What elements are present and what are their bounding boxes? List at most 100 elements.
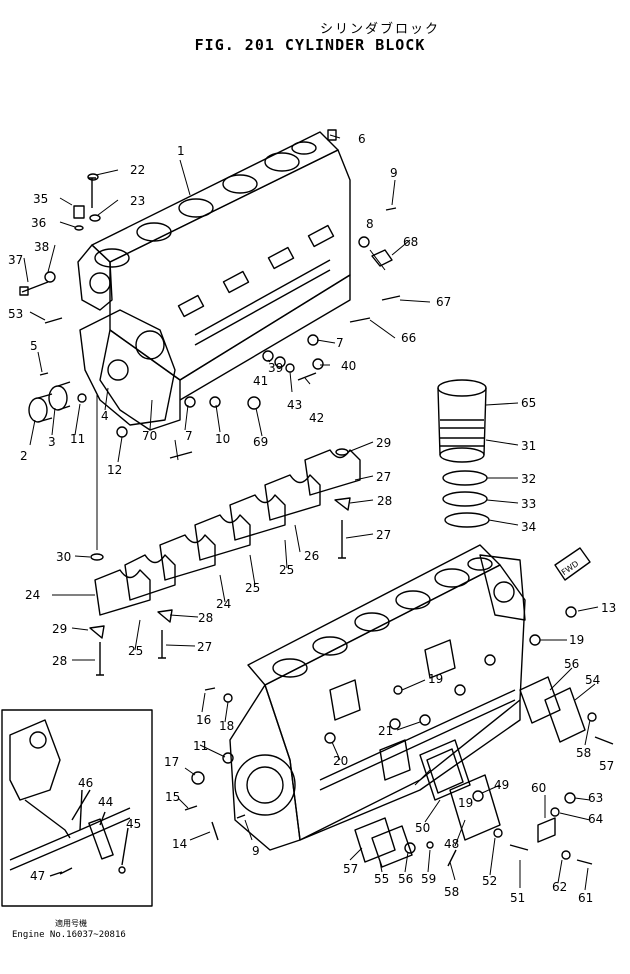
- callout-12: 12: [107, 463, 122, 477]
- callout-30: 31: [521, 439, 536, 453]
- callout-63: 64: [588, 812, 603, 826]
- callout-59: 60: [531, 781, 546, 795]
- callout-45: 46: [78, 776, 93, 790]
- callout-64: 65: [521, 396, 536, 410]
- callout-69: 70: [142, 429, 157, 443]
- callout-52: 53: [8, 307, 23, 321]
- callout-22: 22: [130, 163, 145, 177]
- callout-36: 37: [8, 253, 23, 267]
- callout-28: 28: [377, 494, 392, 508]
- cover-54: [371, 825, 413, 868]
- callout-2: 2: [20, 449, 28, 463]
- upper-cylinder-block: [77, 131, 351, 431]
- callout-13: 13: [601, 601, 616, 615]
- callout-43: 44: [98, 795, 113, 809]
- callout-49: 50: [415, 821, 430, 835]
- callout-48: 49: [494, 778, 509, 792]
- callout-7: 7: [336, 336, 344, 350]
- callout-23: 23: [130, 194, 145, 208]
- callout-28c: 29: [52, 622, 67, 636]
- callout-16: 16: [196, 713, 211, 727]
- callout-11b: 11: [193, 739, 208, 753]
- figure-title: FIG. 201 CYLINDER BLOCK: [194, 36, 426, 54]
- callout-26: 27: [376, 470, 391, 484]
- callout-24c: 25: [279, 563, 294, 577]
- callout-56b: 57: [343, 862, 358, 876]
- callout-24: 24: [25, 588, 40, 602]
- callout-58: 58: [576, 746, 591, 760]
- callout-5: 5: [30, 339, 38, 353]
- cover-gasket-47: [449, 774, 501, 841]
- o-ring-31: [442, 470, 488, 486]
- leader-lines: [23, 134, 599, 891]
- callout-4: 4: [101, 409, 109, 423]
- callout-6: 6: [358, 132, 366, 146]
- callout-14: 14: [172, 837, 187, 851]
- callout-55: 56: [398, 872, 413, 886]
- callout-61: 62: [552, 880, 567, 894]
- callout-24b: 24: [216, 597, 231, 611]
- callout-46: 47: [30, 869, 45, 883]
- callout-47: 48: [444, 837, 459, 851]
- inset-caption: Engine No.16037~20816: [12, 930, 126, 940]
- main-bearing-caps: [94, 449, 361, 616]
- callout-19b: 19: [428, 672, 443, 686]
- cylinder-liner: [437, 379, 487, 463]
- detail-inset: [1, 709, 153, 907]
- callout-3: 3: [48, 435, 56, 449]
- fwd-label: FWD: [560, 559, 580, 577]
- figure-title-japanese: シリンダブロック: [319, 22, 440, 37]
- callout-65: 66: [401, 331, 416, 345]
- callout-62: 63: [588, 791, 603, 805]
- callout-66: 67: [436, 295, 451, 309]
- callout-10: 10: [215, 432, 230, 446]
- callout-57b: 58: [444, 885, 459, 899]
- callout-50: 51: [510, 891, 525, 905]
- callout-21: 21: [378, 724, 393, 738]
- callout-9: 9: [390, 166, 398, 180]
- lower-cylinder-block: [229, 544, 526, 851]
- side-cover-53: [544, 687, 586, 743]
- side-cover-49: [419, 739, 471, 801]
- callout-25: 25: [128, 644, 143, 658]
- fasteners: [19, 129, 614, 867]
- callout-11: 11: [70, 432, 85, 446]
- callout-51: 52: [482, 874, 497, 888]
- o-ring-33: [444, 512, 490, 528]
- callout-18: 18: [219, 719, 234, 733]
- callout-32: 33: [521, 497, 536, 511]
- callout-25c: 26: [304, 549, 319, 563]
- callout-57: 57: [599, 759, 614, 773]
- callout-1: 1: [177, 144, 185, 158]
- gasket-56-rear: [519, 676, 561, 724]
- callout-60: 61: [578, 891, 593, 905]
- callout-34: 35: [33, 192, 48, 206]
- callout-31: 32: [521, 472, 536, 486]
- callout-19: 19: [569, 633, 584, 647]
- callout-68: 69: [253, 435, 268, 449]
- callout-27c: 28: [52, 654, 67, 668]
- callout-67: 68: [403, 235, 418, 249]
- callout-9b: 9: [252, 844, 260, 858]
- callout-35: 36: [31, 216, 46, 230]
- callout-58b: 59: [421, 872, 436, 886]
- callout-33: 34: [521, 520, 536, 534]
- callout-27: 27: [376, 528, 391, 542]
- callout-15: 15: [165, 790, 180, 804]
- callout-38: 39: [268, 361, 283, 375]
- callout-53: 54: [585, 673, 600, 687]
- callout-19c: 19: [458, 796, 473, 810]
- fwd-arrow: [554, 547, 591, 581]
- callout-25b: 25: [245, 581, 260, 595]
- callout-28b: 28: [198, 611, 213, 625]
- callout-41: 42: [309, 411, 324, 425]
- inset-caption-japanese: 適用号機: [55, 919, 87, 928]
- callout-7b: 7: [185, 429, 193, 443]
- callout-27b: 27: [197, 640, 212, 654]
- gasket-56-front: [354, 817, 396, 863]
- callout-44: 45: [126, 817, 141, 831]
- o-ring-32: [442, 491, 488, 507]
- callout-54: 55: [374, 872, 389, 886]
- callout-37: 38: [34, 240, 49, 254]
